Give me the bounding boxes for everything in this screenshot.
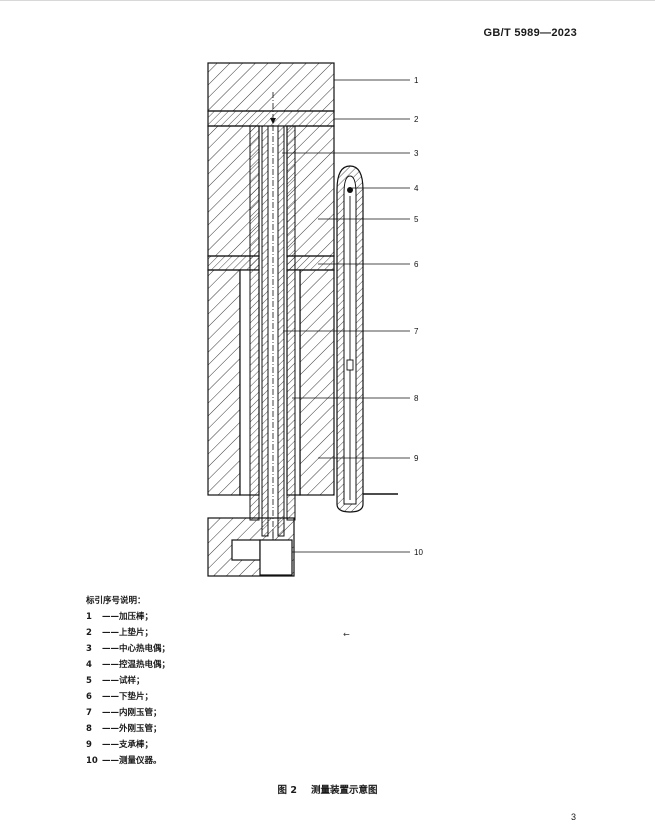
callout-5: 5 [414,215,419,224]
legend-item-number: 3 [86,644,92,654]
legend-item-number: 7 [86,708,92,718]
legend-item-dash: —— [102,612,119,622]
figure-caption: 图 2 测量装置示意图 [0,782,655,796]
legend-item-text: 测量仪器。 [119,756,162,766]
legend-item-number: 6 [86,692,92,702]
callout-1: 1 [414,76,419,85]
legend-item-dash: —— [102,756,119,766]
legend-item-number: 4 [86,660,92,670]
top-edge-rule [0,0,655,1]
legend-item-dash: —— [102,724,119,734]
legend-item: 10 ——测量仪器。 [86,753,170,769]
legend-item-dash: —— [102,660,119,670]
legend-item-text: 内刚玉管； [119,708,162,718]
page-number: 3 [571,812,577,822]
base-recess [231,539,261,561]
outer-tube-right-wall [286,125,296,521]
callout-7: 7 [414,327,419,336]
stray-arrow-mark: ← [343,630,350,639]
thermocouple-joint [346,359,354,371]
callout-6: 6 [414,260,419,269]
legend-item-dash: —— [102,676,119,686]
legend-item-number: 8 [86,724,92,734]
legend-item-number: 1 [86,612,92,622]
legend-item-text: 试样； [119,676,145,686]
legend-item: 2 ——上垫片； [86,625,170,641]
legend-item-number: 2 [86,628,92,638]
legend-item-text: 上垫片； [119,628,154,638]
legend-item: 7 ——内刚玉管； [86,705,170,721]
outer-tube-left-wall [249,125,260,521]
legend: 标引序号说明： 1——加压棒；2——上垫片；3——中心热电偶；4——控温热电偶；… [86,593,170,769]
inner-tube-left-wall [261,125,269,537]
legend-item: 6 ——下垫片； [86,689,170,705]
legend-item-dash: —— [102,644,119,654]
legend-item-text: 下垫片； [119,692,154,702]
legend-item: 1 ——加压棒； [86,609,170,625]
legend-item-dash: —— [102,708,119,718]
callout-8: 8 [414,394,419,403]
legend-item-text: 支承棒； [119,740,154,750]
callout-3: 3 [414,149,419,158]
legend-item-number: 9 [86,740,92,750]
legend-item-number: 5 [86,676,92,686]
legend-item: 4 ——控温热电偶； [86,657,170,673]
legend-item-dash: —— [102,628,119,638]
measuring-instrument [259,539,293,576]
control-thermocouple-tip [347,187,353,193]
legend-item-dash: —— [102,692,119,702]
pressure-rod [207,62,335,112]
legend-item: 3 ——中心热电偶； [86,641,170,657]
support-rod-right [299,269,335,496]
legend-item-text: 中心热电偶； [119,644,171,654]
figure-title: 测量装置示意图 [310,785,378,796]
legend-item: 5 ——试样； [86,673,170,689]
legend-title: 标引序号说明： [86,596,146,606]
legend-item: 8 ——外刚玉管； [86,721,170,737]
callout-10: 10 [414,548,423,557]
legend-item-text: 外刚玉管； [119,724,162,734]
callout-2: 2 [414,115,419,124]
legend-item-text: 加压棒； [119,612,154,622]
callout-4: 4 [414,184,419,193]
standard-code: GB/T 5989—2023 [483,27,577,39]
thermocouple-arrow [270,118,276,124]
measurement-apparatus-diagram: 1 2 3 4 5 6 7 8 9 10 [207,62,423,577]
legend-item-number: 10 [86,756,98,766]
legend-item-text: 控温热电偶； [119,660,171,670]
callout-9: 9 [414,454,419,463]
legend-item: 9 ——支承棒； [86,737,170,753]
support-rod-left [207,269,241,496]
figure-number: 图 2 [277,785,297,796]
legend-item-dash: —— [102,740,119,750]
